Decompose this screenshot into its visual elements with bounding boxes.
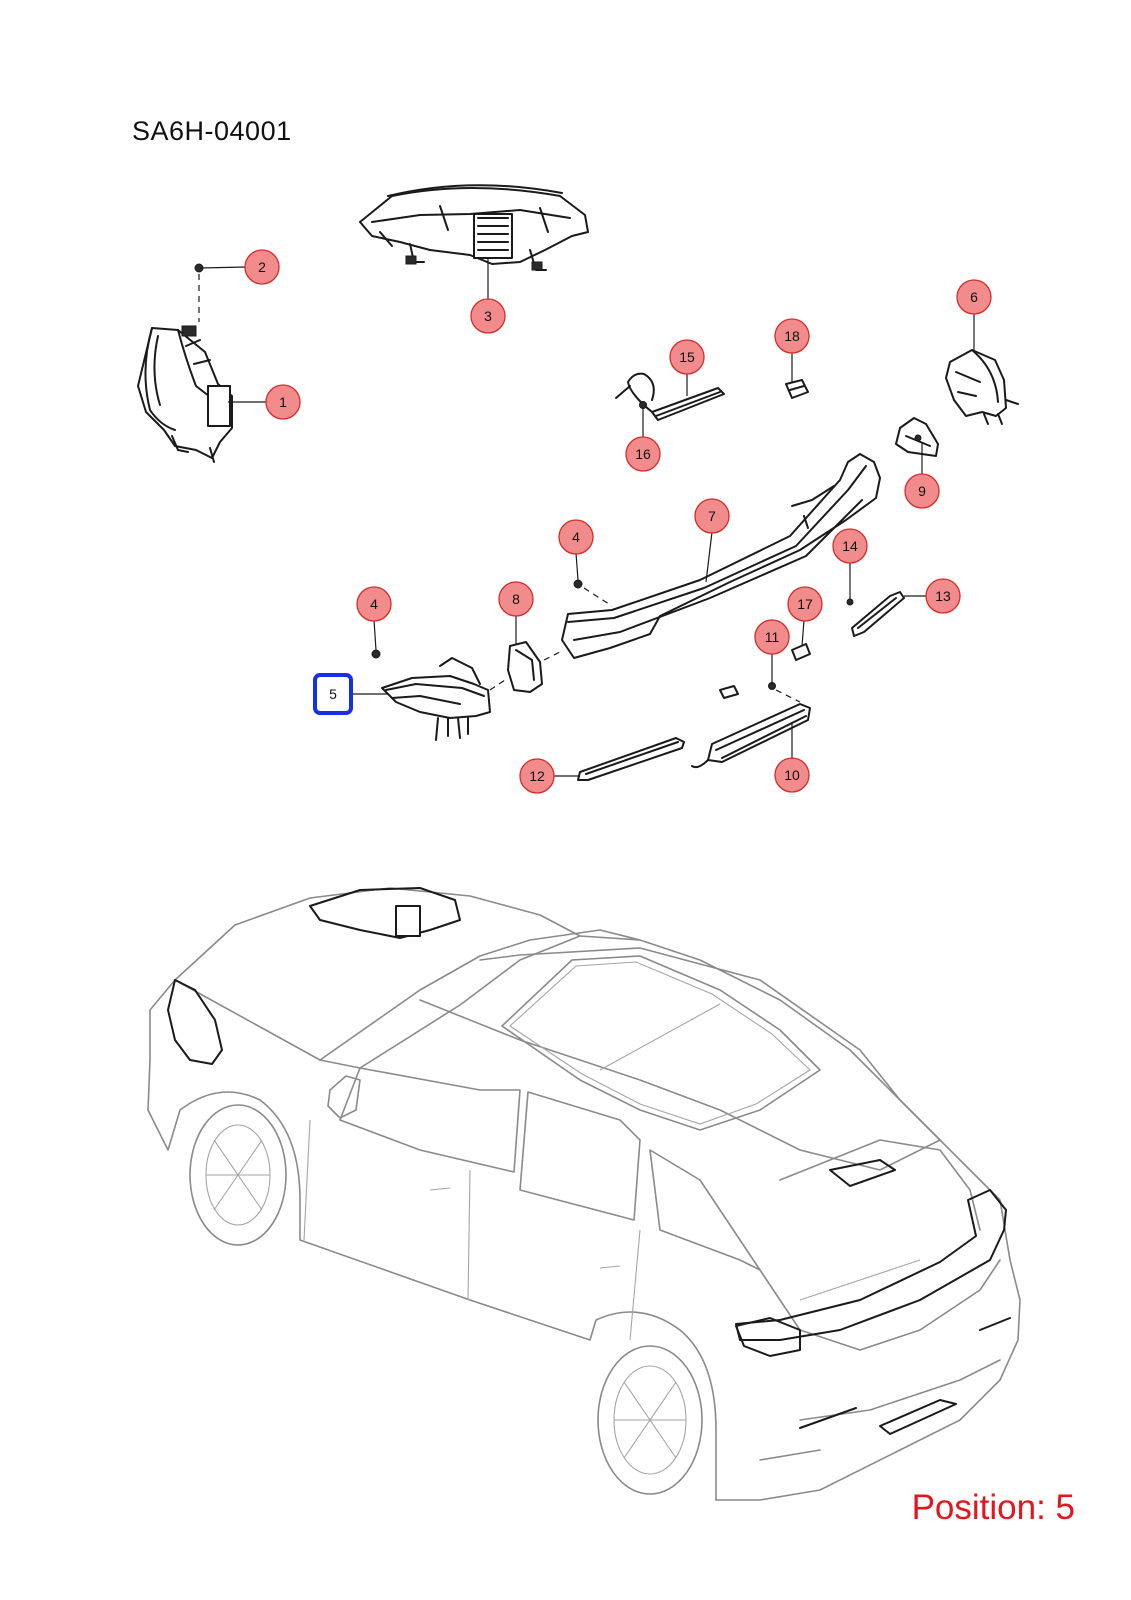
callout-17[interactable]: 17 <box>787 586 823 622</box>
callout-label: 14 <box>842 538 858 554</box>
callout-label: 6 <box>970 289 978 305</box>
part-13-reflector-right <box>851 591 905 637</box>
callout-5-selected[interactable]: 5 <box>313 673 353 715</box>
callout-6[interactable]: 6 <box>956 279 992 315</box>
callout-10[interactable]: 10 <box>774 757 810 793</box>
callout-12[interactable]: 12 <box>519 758 555 794</box>
part-15-high-mount-lamp <box>615 372 725 421</box>
callout-label: 7 <box>708 508 716 524</box>
part-17-clip <box>791 643 811 661</box>
callout-2[interactable]: 2 <box>244 249 280 285</box>
part-8-gasket <box>507 641 561 693</box>
callout-11[interactable]: 11 <box>754 619 790 655</box>
callout-label: 4 <box>572 529 580 545</box>
callout-label: 15 <box>679 349 695 365</box>
leader-lines <box>199 258 975 777</box>
callout-label: 17 <box>797 596 813 612</box>
callout-15[interactable]: 15 <box>669 339 705 375</box>
part-11-screw <box>719 682 801 703</box>
part-18-sensor <box>785 379 809 399</box>
part-5-tail-lamp <box>381 657 509 741</box>
part-2-screw <box>194 263 204 322</box>
callout-label: 1 <box>279 394 287 410</box>
callout-8[interactable]: 8 <box>498 581 534 617</box>
callout-label: 8 <box>512 591 520 607</box>
diagram-code: SA6H-04001 <box>132 116 292 146</box>
part-6-lamp-right <box>945 349 1019 425</box>
callout-label: 5 <box>329 686 337 702</box>
callout-13[interactable]: 13 <box>925 578 961 614</box>
callout-label: 3 <box>484 308 492 324</box>
part-12-reflector-left <box>577 737 685 781</box>
vehicle-overview <box>147 887 1021 1501</box>
callout-3[interactable]: 3 <box>470 298 506 334</box>
callout-7[interactable]: 7 <box>694 498 730 534</box>
callout-18[interactable]: 18 <box>774 318 810 354</box>
callout-label: 12 <box>529 768 545 784</box>
callout-9[interactable]: 9 <box>904 473 940 509</box>
callout-4-right[interactable]: 4 <box>558 519 594 555</box>
callout-label: 9 <box>918 483 926 499</box>
part-7-tail-light-bar <box>561 453 881 659</box>
position-indicator: Position: 5 <box>911 1488 1075 1527</box>
part-4-screw-right <box>573 579 613 607</box>
part-3-headlamp-module <box>359 184 589 271</box>
callout-1[interactable]: 1 <box>265 384 301 420</box>
part-9-bracket <box>895 417 939 457</box>
callout-label: 10 <box>784 767 800 783</box>
callout-label: 11 <box>765 629 780 645</box>
callout-4-left[interactable]: 4 <box>356 586 392 622</box>
callout-label: 18 <box>784 328 800 344</box>
callout-label: 4 <box>370 596 378 612</box>
part-16-clip <box>639 401 647 409</box>
callout-16[interactable]: 16 <box>625 436 661 472</box>
callout-label: 13 <box>935 588 951 604</box>
callout-14[interactable]: 14 <box>832 528 868 564</box>
part-1-left-headlamp <box>137 325 233 463</box>
part-4-screw-left <box>371 649 381 659</box>
callout-label: 2 <box>258 259 266 275</box>
callout-label: 16 <box>635 446 651 462</box>
